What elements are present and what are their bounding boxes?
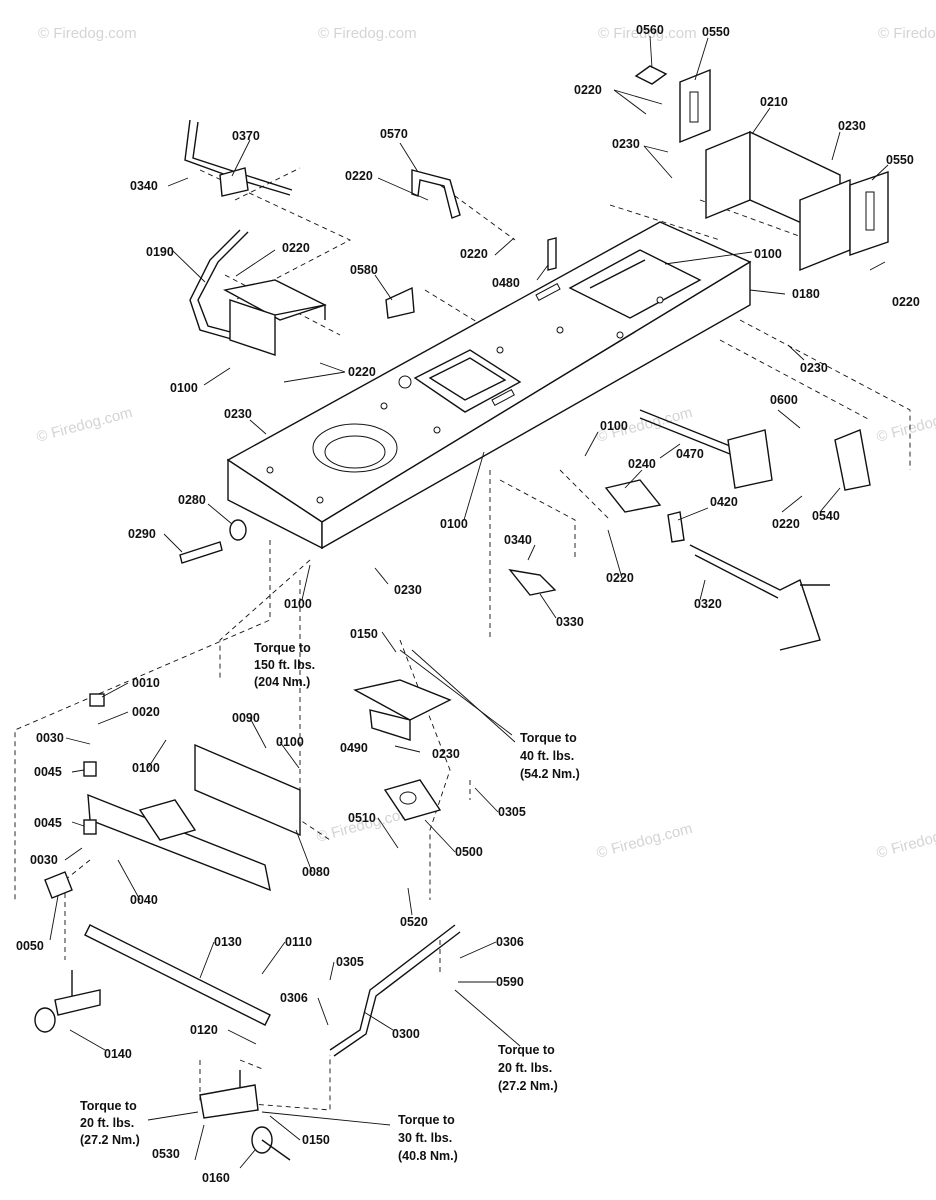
callout-0300: 0300 — [392, 1027, 420, 1041]
callout-0306: 0306 — [496, 935, 524, 949]
callout-0500: 0500 — [455, 845, 483, 859]
watermark-text: © Firedog.com — [35, 404, 135, 446]
callout-0570: 0570 — [380, 127, 408, 141]
callout-0100: 0100 — [132, 761, 160, 775]
callout-0220: 0220 — [460, 247, 488, 261]
callout-0240: 0240 — [628, 457, 656, 471]
lift-assembly — [184, 119, 327, 356]
small-brackets — [385, 169, 557, 319]
callout-0140: 0140 — [104, 1047, 132, 1061]
callout-0010: 0010 — [132, 676, 160, 690]
callout-0100: 0100 — [276, 735, 304, 749]
callout-0080: 0080 — [302, 865, 330, 879]
callout-0180: 0180 — [792, 287, 820, 301]
callout-0550: 0550 — [702, 25, 730, 39]
callout-0040: 0040 — [130, 893, 158, 907]
callout-0540: 0540 — [812, 509, 840, 523]
callout-0110: 0110 — [285, 935, 312, 949]
callout-0600: 0600 — [770, 393, 798, 407]
callout-0220: 0220 — [348, 365, 376, 379]
callout-0050: 0050 — [16, 939, 44, 953]
callout-0370: 0370 — [232, 129, 260, 143]
callout-0100: 0100 — [440, 517, 468, 531]
callout-0490: 0490 — [340, 741, 368, 755]
callout-0320: 0320 — [694, 597, 722, 611]
watermark-text: © Firedog.com — [318, 25, 417, 42]
callout-0290: 0290 — [128, 527, 156, 541]
callout-0045: 0045 — [34, 765, 62, 779]
watermark-text: © Firedog.com — [875, 820, 936, 862]
callout-0560: 0560 — [636, 23, 664, 37]
callout-0230: 0230 — [612, 137, 640, 151]
callout-0590: 0590 — [496, 975, 524, 989]
callout-0470: 0470 — [676, 447, 704, 461]
callout-0100: 0100 — [170, 381, 198, 395]
callout-0340: 0340 — [504, 533, 532, 547]
callout-0330: 0330 — [556, 615, 584, 629]
callout-0160: 0160 — [202, 1171, 230, 1185]
center-bracket — [353, 679, 452, 821]
callout-0120: 0120 — [190, 1023, 218, 1037]
watermark-text: © Firedog.com — [595, 820, 695, 862]
callout-0580: 0580 — [350, 263, 378, 277]
callout-0220: 0220 — [772, 517, 800, 531]
callout-0045: 0045 — [34, 816, 62, 830]
callout-0090: 0090 — [232, 711, 260, 725]
callout-0220: 0220 — [345, 169, 373, 183]
callout-0220: 0220 — [892, 295, 920, 309]
callout-0550: 0550 — [886, 153, 914, 167]
callout-0030: 0030 — [30, 853, 58, 867]
callout-0100: 0100 — [284, 597, 312, 611]
watermark-text: © Firedog.com — [875, 404, 936, 446]
callout-0230: 0230 — [224, 407, 252, 421]
torque-note-20-right: Torque to 20 ft. lbs. (27.2 Nm.) — [498, 1043, 558, 1093]
callout-0305: 0305 — [498, 805, 526, 819]
callout-0230: 0230 — [432, 747, 460, 761]
torque-note-30: Torque to 30 ft. lbs. (40.8 Nm.) — [398, 1113, 458, 1163]
callout-0480: 0480 — [492, 276, 520, 290]
leader-lines — [49, 35, 889, 1169]
callout-0280: 0280 — [178, 493, 206, 507]
callout-0220: 0220 — [606, 571, 634, 585]
callout-0220: 0220 — [574, 83, 602, 97]
callout-0220: 0220 — [282, 241, 310, 255]
torque-note-150: Torque to 150 ft. lbs. (204 Nm.) — [254, 641, 319, 689]
front-bolt — [179, 519, 247, 564]
assembly-lines — [14, 167, 911, 1111]
callout-0305: 0305 — [336, 955, 364, 969]
callout-0150: 0150 — [302, 1133, 330, 1147]
callout-0530: 0530 — [152, 1147, 180, 1161]
callout-0230: 0230 — [394, 583, 422, 597]
callout-0306: 0306 — [280, 991, 308, 1005]
torque-notes: Torque to 150 ft. lbs. (204 Nm.) Torque … — [80, 641, 580, 1163]
callout-0130: 0130 — [214, 935, 242, 949]
watermark-text: © Firedog.com — [598, 25, 697, 42]
front-axle — [34, 693, 461, 1161]
callout-0340: 0340 — [130, 179, 158, 193]
steering-parts — [508, 409, 871, 651]
callout-0510: 0510 — [348, 811, 376, 825]
rear-brackets — [634, 65, 889, 272]
callout-0520: 0520 — [400, 915, 428, 929]
callout-0100: 0100 — [754, 247, 782, 261]
callout-0150: 0150 — [350, 627, 378, 641]
callout-0210: 0210 — [760, 95, 788, 109]
callout-0100: 0100 — [600, 419, 628, 433]
callout-0230: 0230 — [838, 119, 866, 133]
callout-0020: 0020 — [132, 705, 160, 719]
watermark-text: © Firedog.com — [38, 25, 137, 42]
main-frame — [226, 221, 752, 550]
watermark-text: © Firedog.com — [878, 25, 936, 42]
torque-note-20-left: Torque to 20 ft. lbs. (27.2 Nm.) — [80, 1099, 140, 1147]
callout-0030: 0030 — [36, 731, 64, 745]
callout-0230: 0230 — [800, 361, 828, 375]
torque-note-40: Torque to 40 ft. lbs. (54.2 Nm.) — [520, 731, 580, 781]
callout-0190: 0190 — [146, 245, 174, 259]
part-callouts: 0560 0550 0220 0210 0230 0230 0550 0370 … — [16, 23, 920, 1185]
callout-0420: 0420 — [710, 495, 738, 509]
